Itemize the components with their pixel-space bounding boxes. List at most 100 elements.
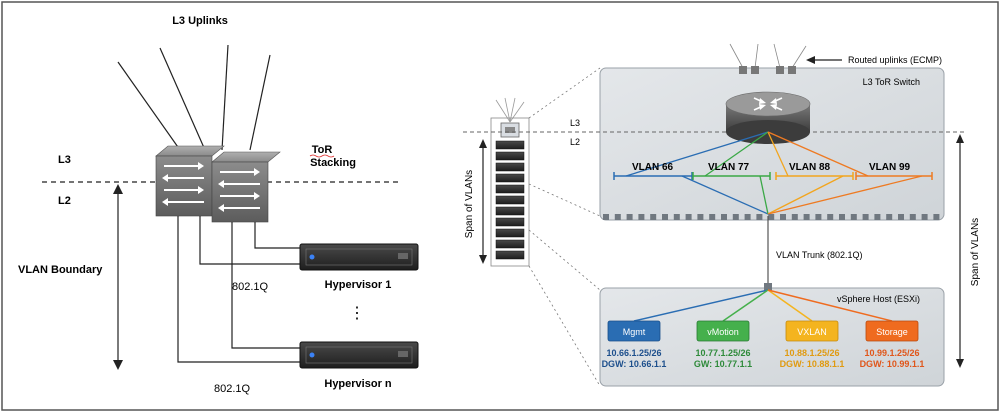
- rack-server-unit: [495, 250, 525, 260]
- right-diagram: Span of VLANs L3 ToR Switch: [463, 43, 981, 387]
- switch-port: [874, 214, 881, 220]
- right-l2-label: L2: [570, 137, 580, 147]
- right-l3-label: L3: [570, 118, 580, 128]
- network-storage: Storage 10.99.1.25/26 DGW: 10.99.1.1: [860, 320, 925, 369]
- vlan-downlink-line: [767, 175, 923, 215]
- span-of-vlans-left: Span of VLANs: [464, 170, 475, 238]
- rack-server-unit: [495, 217, 525, 227]
- vmotion-ip: 10.77.1.25/26: [695, 348, 750, 358]
- tor-switch-2: [211, 151, 281, 223]
- projection-lines: [528, 67, 601, 387]
- vlan-uplink-line: [625, 131, 769, 177]
- vlan-99-label: VLAN 99: [869, 162, 911, 173]
- switch-port: [886, 214, 893, 220]
- switch-port: [721, 214, 727, 220]
- vlan-uplink-line: [767, 131, 789, 177]
- switch-port: [839, 214, 845, 220]
- vxlan-ip: 10.88.1.25/26: [784, 348, 839, 358]
- vlan-uplink-line: [767, 131, 869, 177]
- uplink-lines: [117, 44, 271, 151]
- switch-port: [909, 214, 916, 220]
- host-network-line: [633, 289, 769, 322]
- vlan-88-label: VLAN 88: [789, 162, 831, 173]
- tor-switch-title: L3 ToR Switch: [863, 77, 920, 87]
- hypervisor-n-label: Hypervisor n: [324, 378, 392, 390]
- switch-port: [850, 214, 857, 220]
- switch-2-arrows-icon: [218, 168, 260, 212]
- switch-port: [673, 214, 680, 220]
- left-span-arrow: [479, 139, 487, 264]
- vlan-uplink-line: [704, 131, 769, 177]
- host-network-lines: [633, 289, 893, 322]
- routed-uplinks-arrow: [806, 56, 842, 64]
- l3-uplinks-title: L3 Uplinks: [172, 15, 228, 27]
- switch-port: [626, 214, 633, 220]
- server-rack: [490, 117, 530, 267]
- switch-port: [898, 214, 904, 220]
- switch-port: [921, 214, 928, 220]
- switch-1-arrows-icon: [162, 162, 204, 206]
- vxlan-gateway: DGW: 10.88.1.1: [780, 359, 845, 369]
- switch-port: [815, 214, 822, 220]
- left-l3-label: L3: [58, 154, 71, 166]
- rack-server-unit: [495, 162, 525, 172]
- switch-port: [685, 214, 692, 220]
- right-span-arrow: [956, 134, 964, 368]
- rack-server-unit: [495, 140, 525, 150]
- left-l2-label: L2: [58, 195, 71, 207]
- switch-port: [638, 214, 645, 220]
- routed-uplink-ports: [729, 43, 807, 74]
- storage-name: Storage: [876, 327, 908, 337]
- vlan-downlink-line: [681, 175, 769, 215]
- hypervisor-1-label: Hypervisor 1: [325, 279, 392, 291]
- dot1q-label-1: 802.1Q: [232, 281, 269, 293]
- vlan-downlink-line: [767, 175, 844, 215]
- host-uplink-port: [764, 283, 772, 291]
- switch-port: [697, 214, 704, 220]
- vlan-77-label: VLAN 77: [708, 162, 750, 173]
- vsphere-host-title: vSphere Host (ESXi): [837, 294, 920, 304]
- switch-port: [768, 214, 775, 220]
- mgmt-name: Mgmt: [623, 327, 646, 337]
- switch-port: [603, 214, 609, 220]
- vmotion-gateway: GW: 10.77.1.1: [694, 359, 752, 369]
- rack-server-unit: [495, 239, 525, 249]
- tor-switch-1: [155, 145, 225, 217]
- switch-port: [732, 214, 739, 220]
- vmotion-name: vMotion: [707, 327, 739, 337]
- vlan-labels: VLAN 66 VLAN 77 VLAN 88 VLAN 99: [632, 162, 911, 173]
- mgmt-ip: 10.66.1.25/26: [606, 348, 661, 358]
- hypervisor-cables: [177, 216, 300, 363]
- switch-port-strip: [603, 214, 940, 220]
- storage-gateway: DGW: 10.99.1.1: [860, 359, 925, 369]
- hypervisor-n-server: [299, 341, 419, 369]
- span-of-vlans-right: Span of VLANs: [970, 218, 981, 286]
- switch-port: [744, 214, 751, 220]
- switch-port: [662, 214, 668, 220]
- switch-port: [827, 214, 834, 220]
- host-network-line: [767, 289, 813, 322]
- vlan-boundary-arrow: [113, 184, 123, 370]
- storage-ip: 10.99.1.25/26: [864, 348, 919, 358]
- small-router-icon: [495, 97, 525, 138]
- host-network-line: [722, 289, 769, 322]
- vlan-66-label: VLAN 66: [632, 162, 674, 173]
- vxlan-name: VXLAN: [797, 327, 827, 337]
- switch-port: [803, 214, 810, 220]
- mgmt-gateway: DGW: 10.66.1.1: [602, 359, 667, 369]
- switch-port: [780, 214, 786, 220]
- vlan-downlink-line: [759, 175, 769, 215]
- stacking-label: Stacking: [310, 157, 356, 169]
- switch-port: [650, 214, 657, 220]
- left-diagram: L3 Uplinks L3 L2 ToR Stacking: [18, 15, 419, 395]
- rack-server-unit: [495, 195, 525, 205]
- network-vmotion: vMotion 10.77.1.25/26 GW: 10.77.1.1: [694, 320, 752, 369]
- network-vxlan: VXLAN 10.88.1.25/26 DGW: 10.88.1.1: [780, 320, 845, 369]
- switch-port: [933, 214, 940, 220]
- rack-server-unit: [495, 151, 525, 161]
- switch-port: [862, 214, 869, 220]
- switch-port: [709, 214, 716, 220]
- router-icon: [725, 91, 811, 144]
